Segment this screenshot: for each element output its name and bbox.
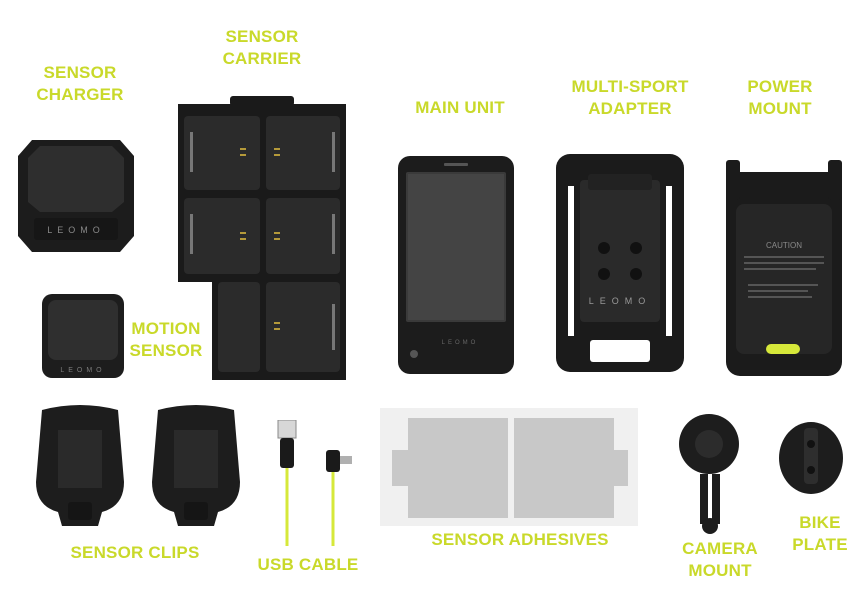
power-mount-image: CAUTION xyxy=(722,154,846,380)
main-unit-image: LEOMO xyxy=(396,154,516,376)
bike-plate-image xyxy=(776,420,846,496)
charger-brand-text: LEOMO xyxy=(47,225,105,235)
multi-sport-adapter-image: LEOMO xyxy=(552,150,688,376)
usb-cable-image xyxy=(268,420,372,548)
label-bike-plate: BIKE PLATE xyxy=(792,513,848,554)
label-sensor-carrier: SENSOR CARRIER xyxy=(222,27,302,68)
sensor-adhesives-image xyxy=(378,406,640,530)
sensor-carrier-image xyxy=(170,94,354,388)
label-sensor-clips: SENSOR CLIPS xyxy=(70,543,200,562)
camera-mount-image xyxy=(674,412,744,538)
sensor-clip-left-image xyxy=(28,402,132,528)
sensor-clip-right-image xyxy=(144,402,248,528)
label-power-mount: POWER MOUNT xyxy=(747,77,813,118)
label-motion-sensor: MOTION SENSOR xyxy=(129,319,203,360)
sensor-brand-text: LEOMO xyxy=(60,367,105,374)
caution-text: CAUTION xyxy=(766,241,802,250)
label-sensor-adhesives: SENSOR ADHESIVES xyxy=(431,530,609,549)
label-multi-sport-adapter: MULTI-SPORT ADAPTER xyxy=(571,77,689,118)
sensor-charger-image: LEOMO xyxy=(14,132,138,262)
main-unit-brand-text: LEOMO xyxy=(442,340,479,346)
label-sensor-charger: SENSOR CHARGER xyxy=(36,63,124,104)
adapter-brand-text: LEOMO xyxy=(589,296,652,306)
motion-sensor-image: LEOMO xyxy=(40,292,126,380)
label-main-unit: MAIN UNIT xyxy=(415,98,505,117)
label-camera-mount: CAMERA MOUNT xyxy=(682,539,758,580)
label-usb-cable: USB CABLE xyxy=(257,555,359,574)
